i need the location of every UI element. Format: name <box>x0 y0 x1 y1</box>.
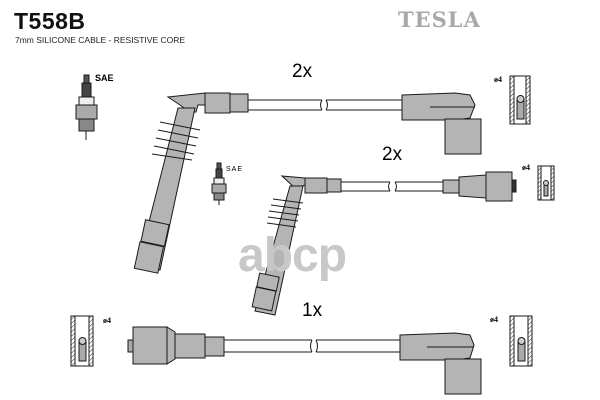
cable-1-plug-label: SAE <box>95 73 114 83</box>
cable-1-quantity: 2x <box>292 61 313 82</box>
plug-boot-long <box>133 92 249 274</box>
plug-boot-long <box>251 175 342 316</box>
cable-wire <box>248 99 402 111</box>
coil-boot-angled <box>401 92 482 155</box>
cable-1-terminal-diameter: ø4 <box>494 75 502 84</box>
coil-boot-straight <box>442 171 517 202</box>
cable-2-terminal-diameter: ø4 <box>522 163 530 172</box>
cable-description: 7mm SILICONE CABLE - RESISTIVE CORE <box>15 35 186 45</box>
part-number: T558B <box>14 8 86 34</box>
terminal-icon <box>509 315 533 367</box>
cable-2: SAE 2x <box>211 144 555 316</box>
cable-wire <box>341 181 443 192</box>
plug-boot-straight <box>127 326 225 365</box>
cable-3-quantity: 1x <box>302 300 323 321</box>
terminal-icon <box>537 165 555 201</box>
brand-logo: TESLA <box>398 7 481 32</box>
spark-plug-icon <box>75 74 98 140</box>
cable-1: 2x SAE ø4 <box>75 61 531 274</box>
terminal-icon <box>509 75 531 125</box>
cable-2-plug-label: SAE <box>226 166 243 173</box>
spark-plug-icon <box>211 162 227 205</box>
cable-wire <box>224 339 400 353</box>
terminal-icon <box>70 315 94 367</box>
cable-3-terminal-left-diameter: ø4 <box>103 316 111 325</box>
cable-3-terminal-right-diameter: ø4 <box>490 315 498 324</box>
cable-3: ø4 1x ø4 <box>70 300 533 395</box>
coil-boot-angled <box>399 332 482 395</box>
cable-2-quantity: 2x <box>382 144 403 165</box>
